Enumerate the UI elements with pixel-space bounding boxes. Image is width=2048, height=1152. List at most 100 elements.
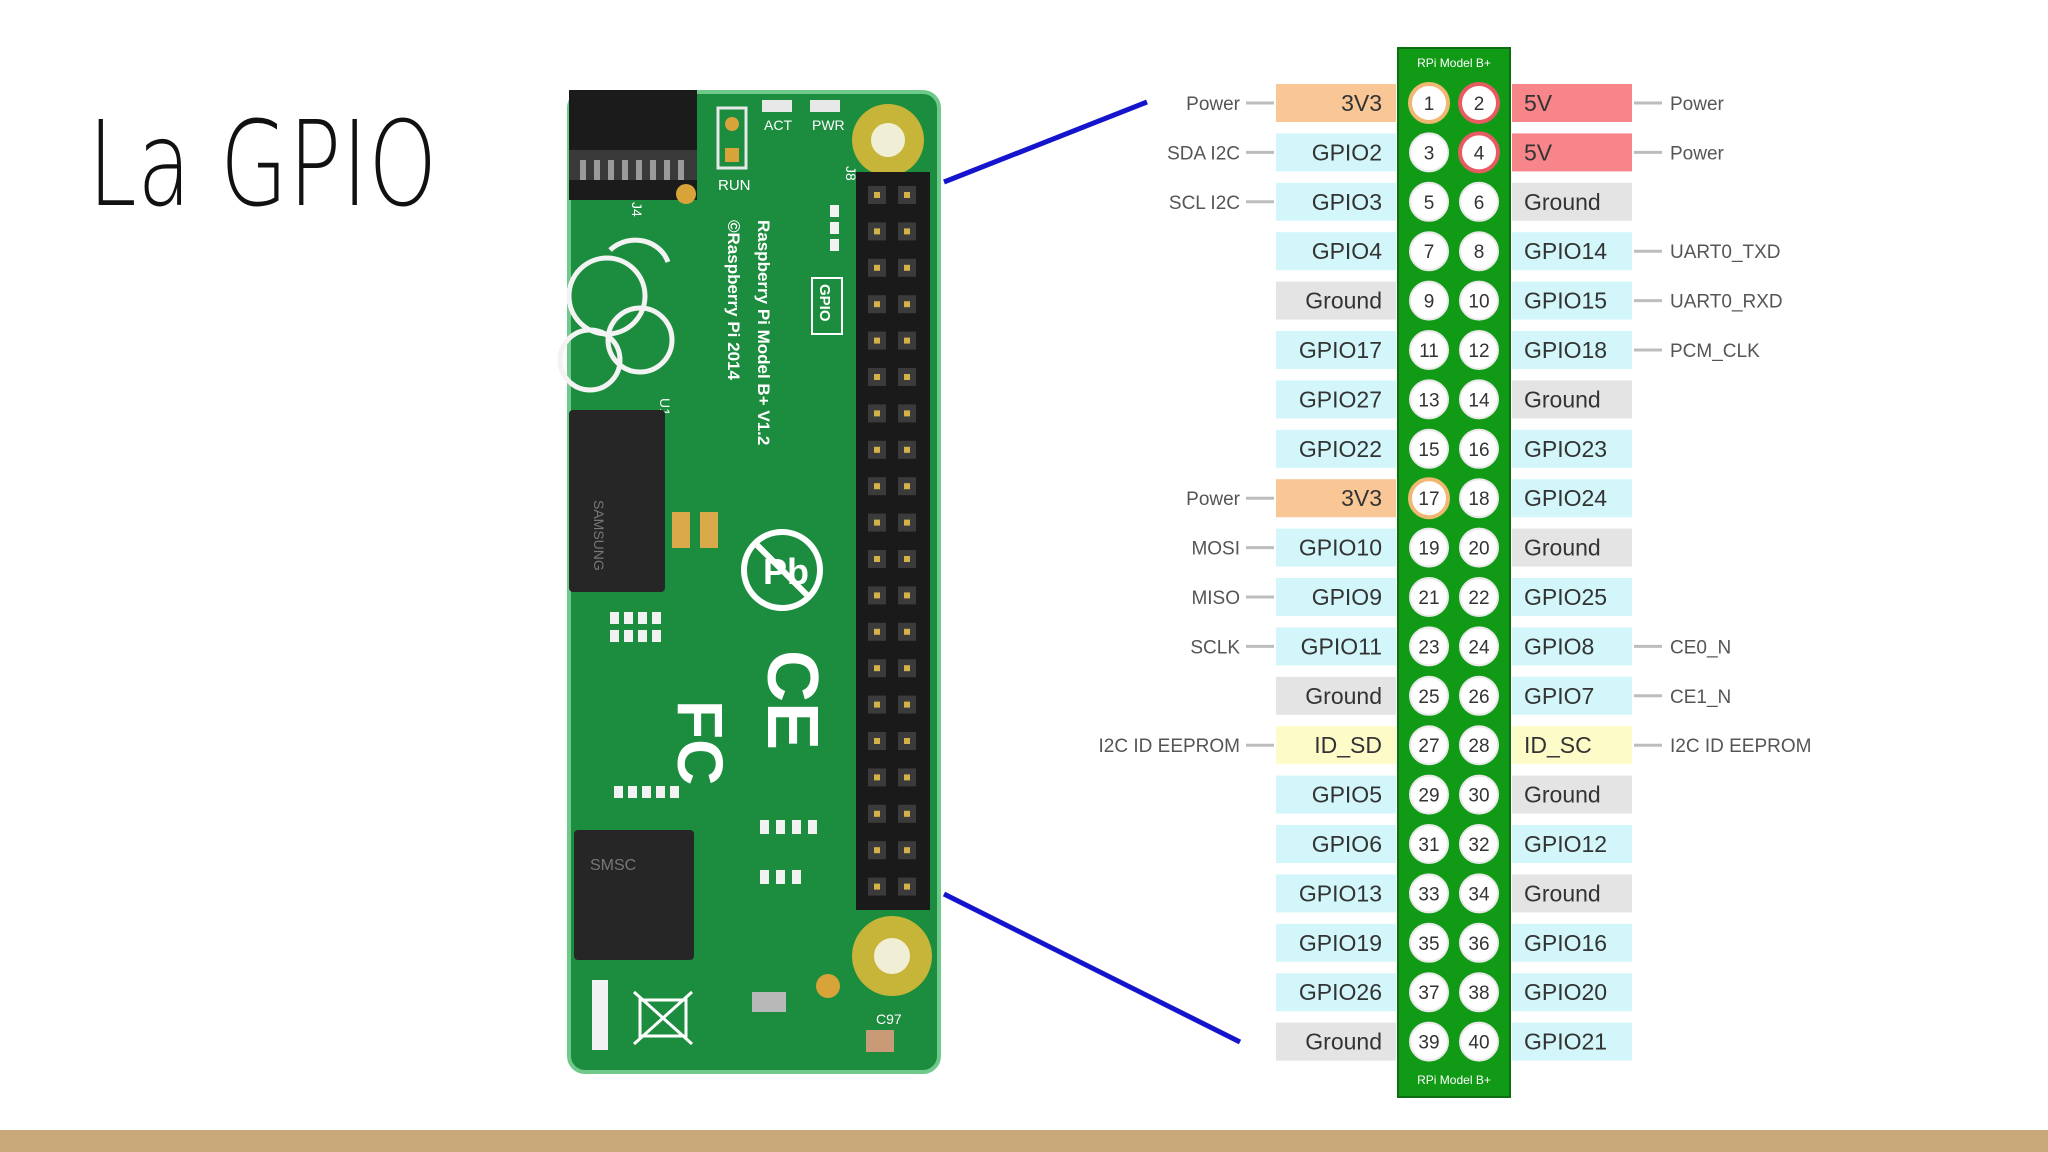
pin-number: 19 [1418, 539, 1439, 560]
pin-circle [1409, 675, 1449, 716]
pin-number: 13 [1418, 390, 1439, 411]
pin-label-band-left [1276, 479, 1396, 518]
pin-function-label: Power [1670, 94, 1725, 115]
board-header-pin-tip [874, 628, 880, 635]
pin-circle [1409, 725, 1449, 766]
pin-circle [1459, 527, 1499, 568]
board-header-pin-tip [904, 192, 910, 198]
pin-name-label: Ground [1305, 683, 1382, 709]
board-copyright-text: ©Raspberry Pi 2014 [724, 220, 743, 380]
board-header-pin-tip [904, 810, 910, 817]
pin-circle [1459, 972, 1499, 1013]
board-header-pin-tip [904, 665, 910, 672]
pin-label-band-left [1276, 84, 1396, 122]
pin-circle [1409, 330, 1449, 370]
board-header-pin-tip [874, 410, 880, 417]
pin-function-label: MISO [1191, 588, 1240, 609]
pin-name-label: GPIO22 [1299, 436, 1382, 462]
pin-number: 10 [1468, 292, 1489, 313]
pin-name-label: GPIO21 [1524, 1029, 1607, 1055]
pin-label-band-left [1276, 380, 1396, 419]
pin-circle [1409, 280, 1449, 321]
pin-function-label: Power [1670, 143, 1725, 164]
pin-number: 14 [1468, 390, 1490, 411]
pin-label-band-right [1512, 775, 1632, 814]
pin-label-band-right [1512, 1022, 1632, 1061]
board-header-pin-tip [874, 556, 880, 562]
accent-bar [0, 1130, 2048, 1152]
pin-name-label: GPIO6 [1312, 831, 1382, 857]
board-label-run: RUN [718, 177, 751, 194]
pin-number: 35 [1418, 934, 1439, 955]
pin-label-band-right [1512, 429, 1632, 468]
board-model-text: Raspberry Pi Model B+ V1.2 [754, 220, 773, 445]
pin-number: 26 [1468, 687, 1489, 708]
pin-number: 27 [1418, 736, 1439, 757]
pin-function-label: I2C ID EEPROM [1670, 736, 1811, 757]
board-header-pin-tip [904, 228, 910, 235]
pin-circle [1459, 675, 1499, 716]
pin-name-label: GPIO15 [1524, 288, 1607, 314]
pin-label-band-right [1512, 182, 1632, 221]
pin-circle [1408, 477, 1450, 520]
pin-label-band-right [1512, 84, 1632, 122]
port-connector [569, 90, 697, 200]
pin-circle [1409, 972, 1449, 1013]
pin-label-band-right [1512, 133, 1632, 172]
board-header-pin-tip [874, 665, 880, 672]
pin-name-label: 3V3 [1341, 90, 1382, 116]
header-strip [1397, 47, 1511, 1098]
pin-circle [1459, 1021, 1499, 1062]
pin-number: 15 [1418, 440, 1439, 461]
pin-label-band-left [1276, 775, 1396, 814]
board-header-pin-tip [874, 519, 880, 526]
board-photo: J4 ACT PWR RUN J8 U1 [557, 90, 941, 1074]
pin-number: 7 [1424, 242, 1435, 263]
pin-name-label: GPIO2 [1312, 139, 1382, 165]
soc-chip [569, 410, 665, 592]
pin-function-label: I2C ID EEPROM [1099, 736, 1240, 757]
pin-number: 32 [1468, 835, 1489, 856]
pin-circle [1459, 428, 1499, 469]
pin-name-label: GPIO3 [1312, 189, 1382, 215]
pin-circle [1459, 577, 1499, 617]
pin-function-label: CE1_N [1670, 687, 1731, 708]
board-header-pin-tip [904, 410, 910, 417]
board-header-pin-tip [874, 810, 880, 817]
board-header-pin-tip [904, 628, 910, 635]
soc-chip-text: SAMSUNG [591, 500, 607, 571]
pin-label-band-right [1512, 578, 1632, 616]
pin-number: 40 [1468, 1033, 1489, 1054]
pin-number: 22 [1468, 588, 1489, 609]
pin-circle [1459, 626, 1499, 667]
pin-name-label: ID_SD [1314, 732, 1382, 758]
board-header-pin-tip [874, 264, 880, 271]
pin-circle [1409, 626, 1449, 667]
pin-circle [1409, 428, 1449, 469]
pin-name-label: GPIO5 [1312, 782, 1382, 808]
pin-number: 25 [1418, 687, 1439, 708]
pin-number: 17 [1418, 489, 1439, 510]
pb-free-icon: Pb [741, 529, 823, 611]
pin-number: 3 [1424, 143, 1435, 164]
pin-circle [1459, 280, 1499, 321]
pin-number: 8 [1474, 242, 1485, 263]
pin-function-label: SCL I2C [1169, 193, 1240, 214]
pin-circle [1459, 873, 1499, 914]
pin-label-band-right [1512, 232, 1632, 271]
fc-mark-icon: FC [664, 700, 736, 785]
pin-number: 20 [1468, 539, 1489, 560]
pin-label-band-right [1512, 726, 1632, 765]
pin-circle [1409, 922, 1449, 963]
board-header-pin-tip [904, 738, 910, 744]
pin-name-label: GPIO24 [1524, 485, 1607, 511]
pin-label-band-left [1276, 182, 1396, 221]
pin-function-label: Power [1186, 94, 1241, 115]
board-header-pin-tip [904, 519, 910, 526]
pin-circle [1459, 379, 1499, 420]
pin-name-label: Ground [1305, 288, 1382, 314]
connector-line-bottom [942, 891, 1242, 1045]
pin-number: 30 [1468, 786, 1489, 807]
pin-name-label: GPIO26 [1299, 979, 1382, 1005]
